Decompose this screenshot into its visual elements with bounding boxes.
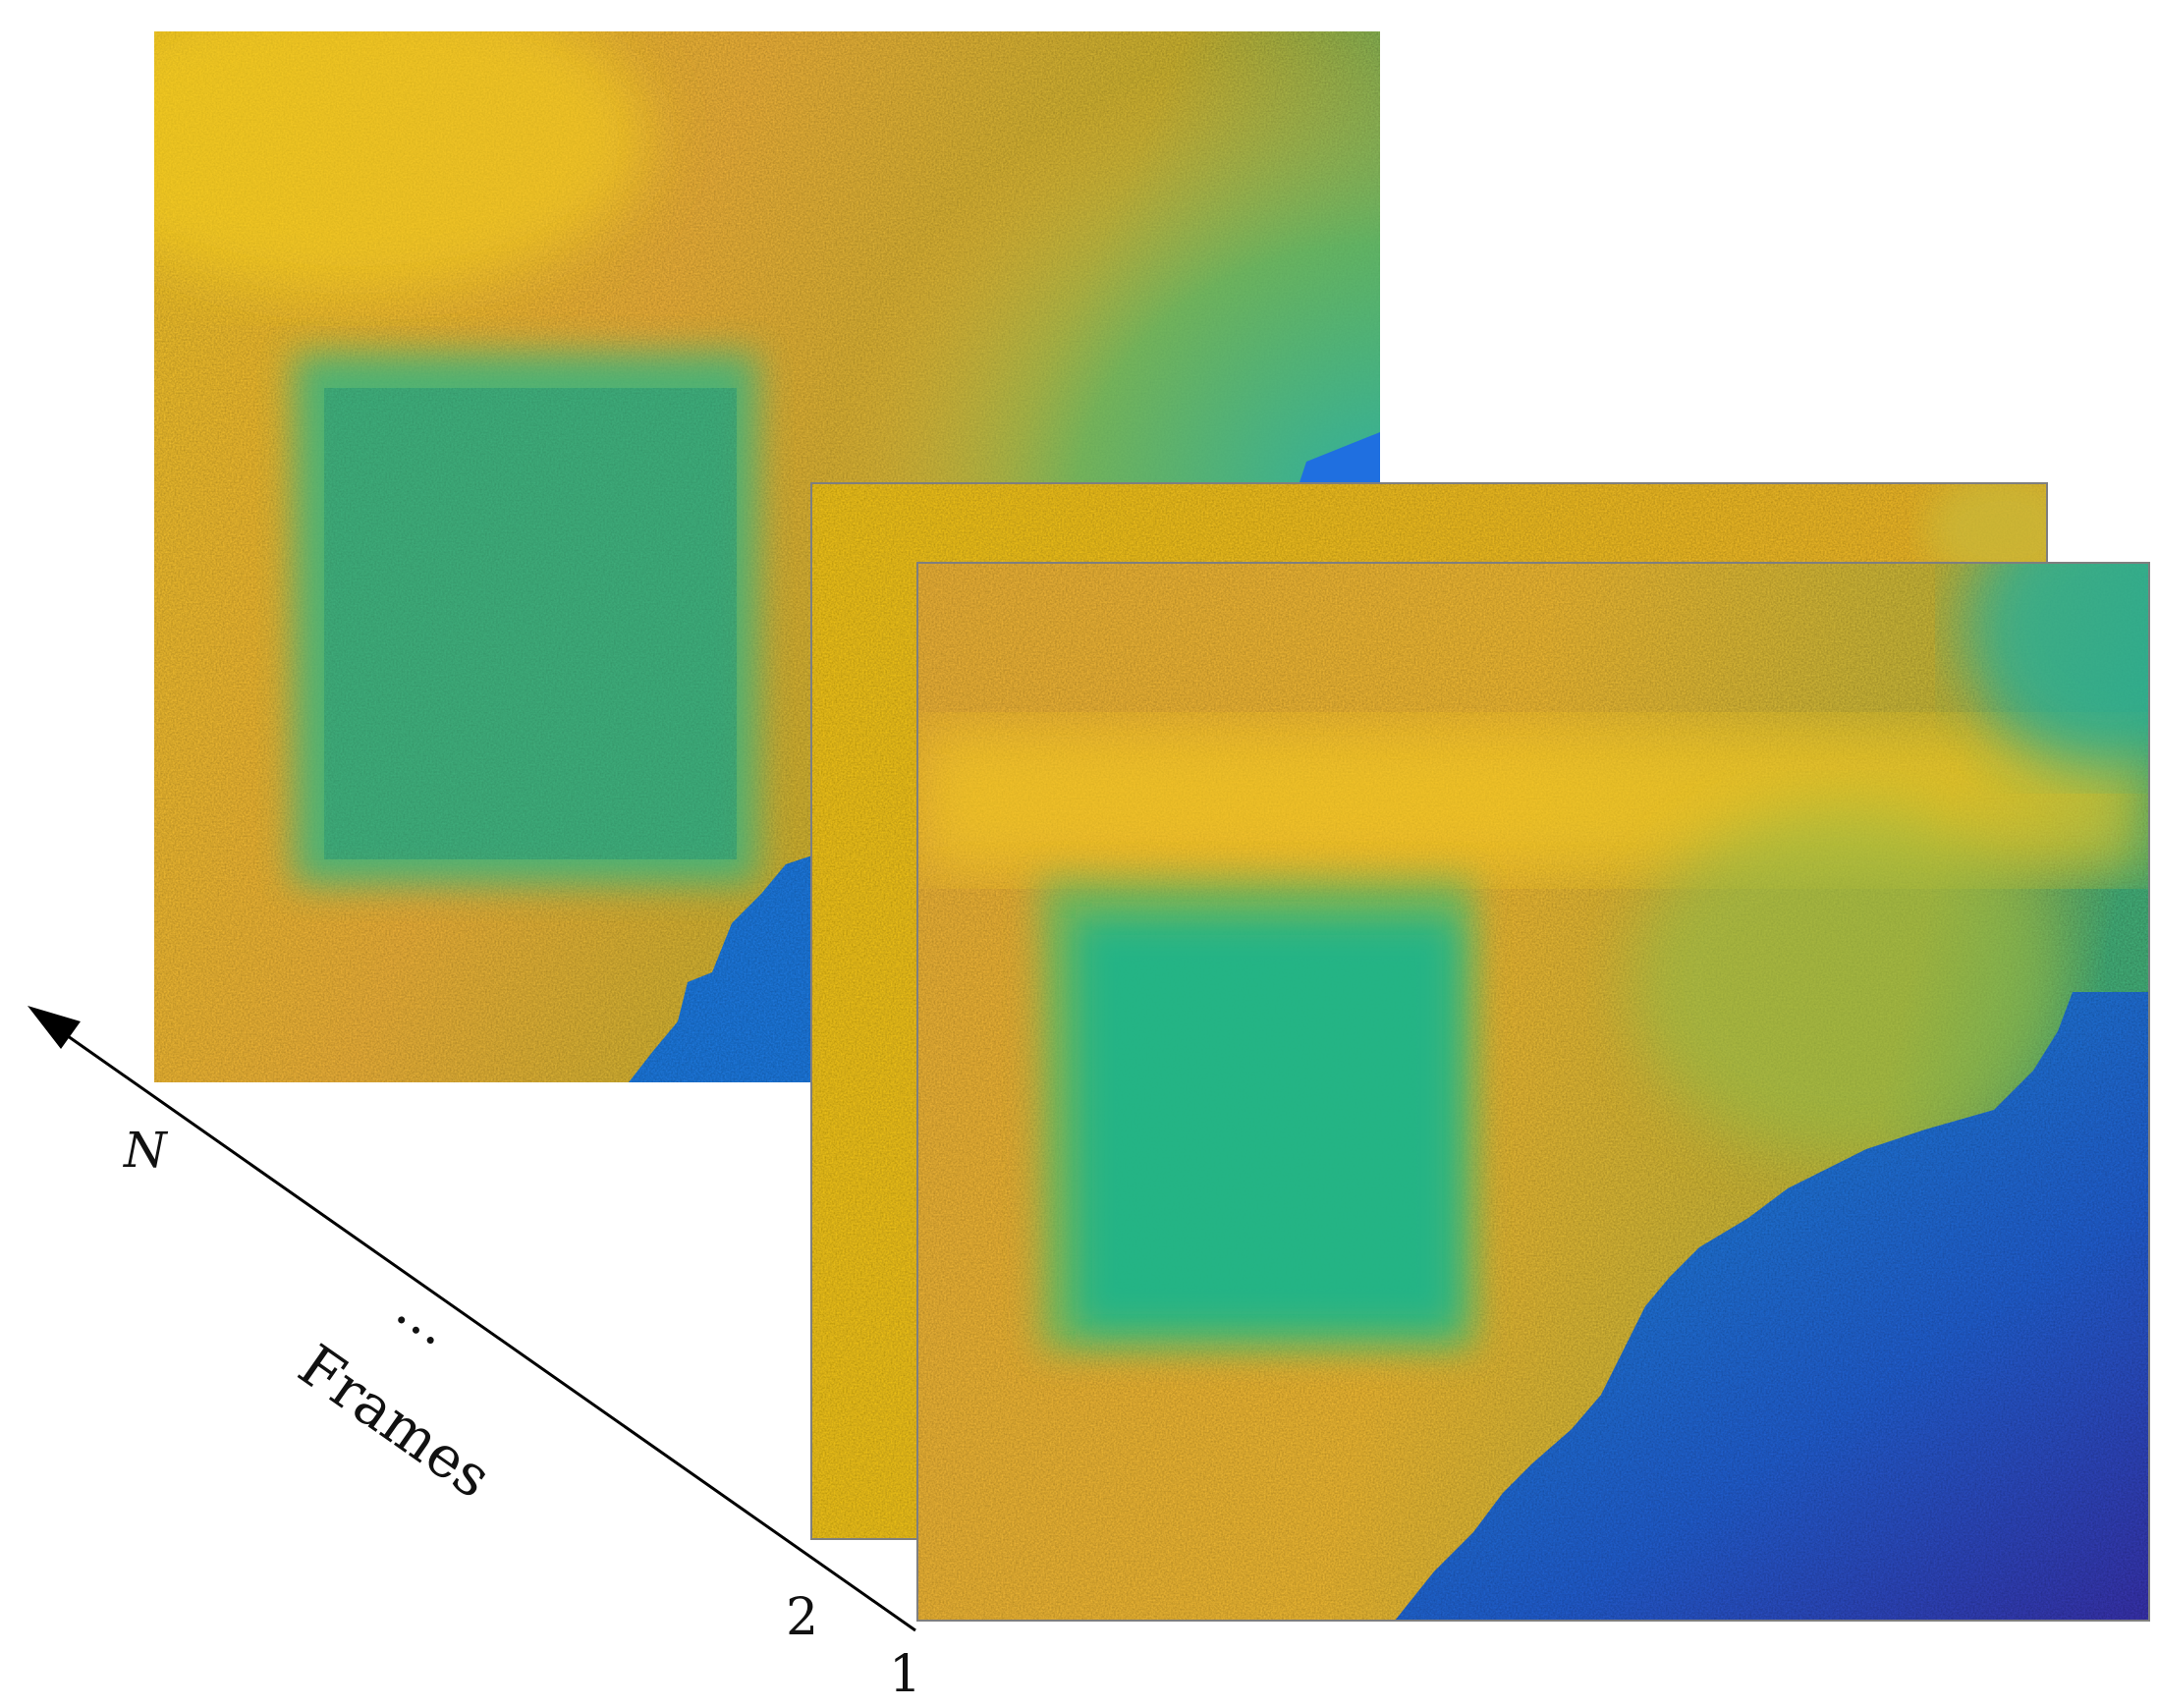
frames-axis-arrowhead — [28, 1006, 81, 1049]
frame-2-number: 2 — [786, 1588, 818, 1647]
frames-axis — [28, 1006, 916, 1632]
ellipsis-label: … — [385, 1277, 464, 1358]
frame-1-border — [916, 562, 2150, 1622]
frames-axis-label: Frames — [287, 1332, 504, 1512]
frame-1-image — [917, 563, 2149, 1621]
frame-n-label: N — [123, 1122, 169, 1179]
frame-1-number: 1 — [889, 1645, 921, 1704]
frames-axis-line — [60, 1029, 916, 1632]
